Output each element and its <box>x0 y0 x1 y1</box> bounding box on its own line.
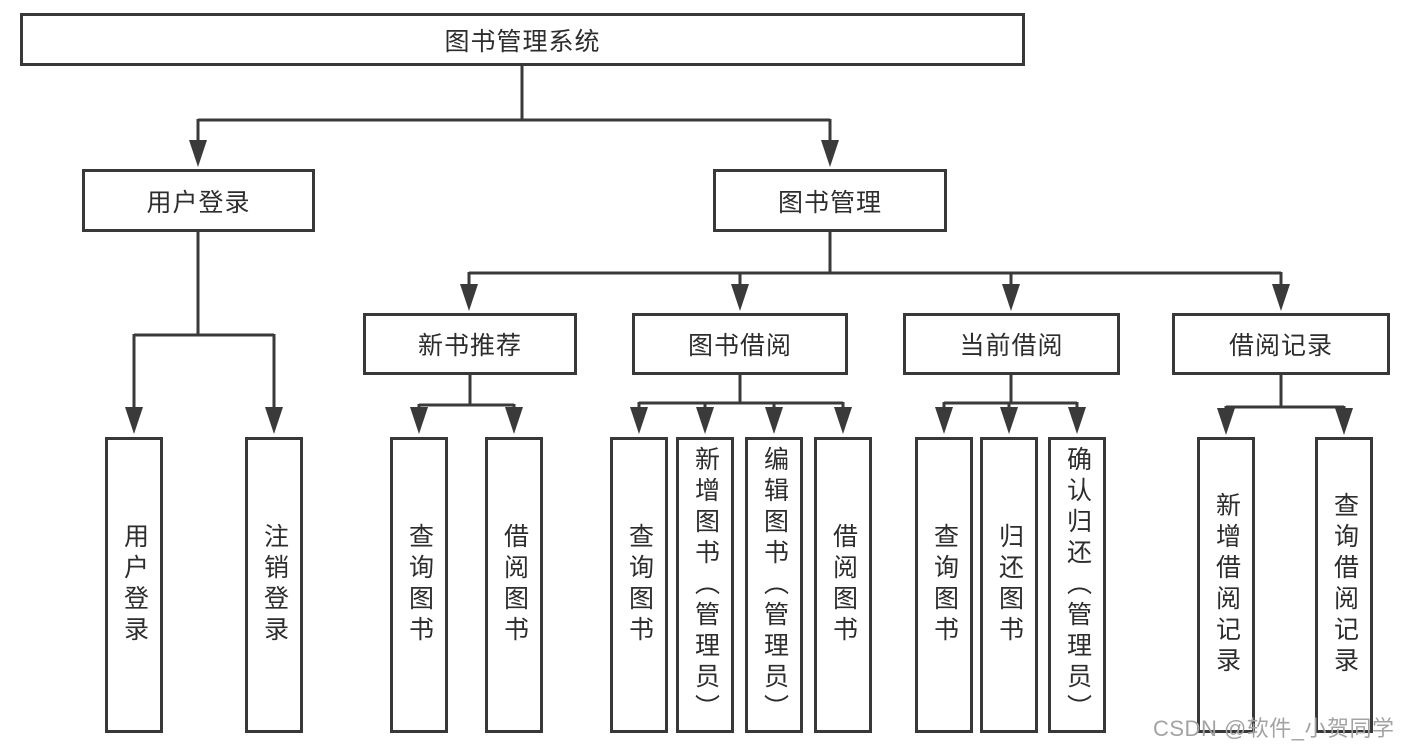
arrowheads-level2 <box>189 140 839 167</box>
leaf-query-borrow-record: 查询借阅记录 <box>1315 437 1373 733</box>
arrowheads-new-book-children <box>410 407 523 434</box>
arrowheads-current-borrow-children <box>935 407 1086 434</box>
leaf-confirm-return-admin: 确认归还（管理员） <box>1048 437 1106 733</box>
arrowheads-user-login-children <box>125 407 283 434</box>
leaf-query-book-recommend: 查询图书 <box>390 437 448 733</box>
arrowheads-book-borrow-children <box>630 407 852 434</box>
arrowheads-level3 <box>460 284 1290 311</box>
leaf-edit-book-admin: 编辑图书（管理员） <box>745 437 803 733</box>
node-book-borrow: 图书借阅 <box>632 313 848 375</box>
leaf-query-book-borrow: 查询图书 <box>610 437 668 733</box>
connector-user-login-branch <box>132 231 276 410</box>
connector-book-management-branch <box>467 231 1283 288</box>
arrowheads-borrow-records-children <box>1217 408 1353 435</box>
node-current-borrow: 当前借阅 <box>903 313 1120 375</box>
leaf-return-book: 归还图书 <box>980 437 1038 733</box>
node-user-login: 用户登录 <box>82 169 315 232</box>
connector-current-borrow-branch <box>942 374 1079 410</box>
connector-root-to-level2 <box>196 66 832 144</box>
node-new-book-recommend: 新书推荐 <box>363 313 577 375</box>
leaf-add-book-admin: 新增图书（管理员） <box>676 437 734 733</box>
leaf-add-borrow-record: 新增借阅记录 <box>1197 437 1255 733</box>
connector-new-book-branch <box>417 374 516 410</box>
csdn-watermark: CSDN @软件_小贺同学 <box>1153 716 1395 741</box>
leaf-borrow-book-recommend: 借阅图书 <box>485 437 543 733</box>
leaf-query-book-current: 查询图书 <box>915 437 973 733</box>
node-book-management: 图书管理 <box>713 169 947 232</box>
connector-book-borrow-branch <box>637 374 845 410</box>
leaf-borrow-book: 借阅图书 <box>814 437 872 733</box>
node-borrow-records: 借阅记录 <box>1172 313 1390 375</box>
node-root-library-system: 图书管理系统 <box>20 13 1025 66</box>
leaf-logout: 注销登录 <box>245 437 303 733</box>
connector-borrow-records-branch <box>1224 374 1346 411</box>
leaf-user-login: 用户登录 <box>105 437 163 733</box>
